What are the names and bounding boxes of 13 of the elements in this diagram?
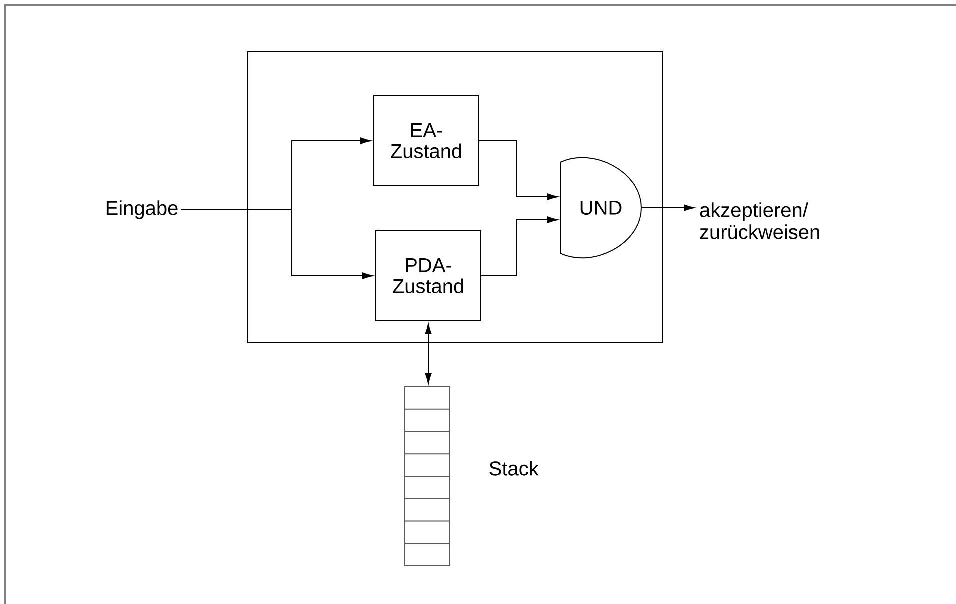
arrow: [481, 216, 558, 276]
arrow: [425, 324, 432, 384]
arrow: [180, 210, 374, 280]
arrow: [641, 204, 695, 212]
state-box: PDA- Zustand: [376, 230, 482, 322]
output-label: akzeptieren/ zurückweisen: [700, 202, 820, 240]
system-box: [248, 52, 664, 344]
arrow: [479, 140, 558, 200]
stack-label: Stack: [490, 461, 539, 476]
stack-drawing: [404, 386, 450, 566]
input-label: Eingabe: [106, 200, 178, 220]
state-box: EA- Zustand: [374, 96, 480, 186]
and-gate: UND: [560, 158, 642, 258]
